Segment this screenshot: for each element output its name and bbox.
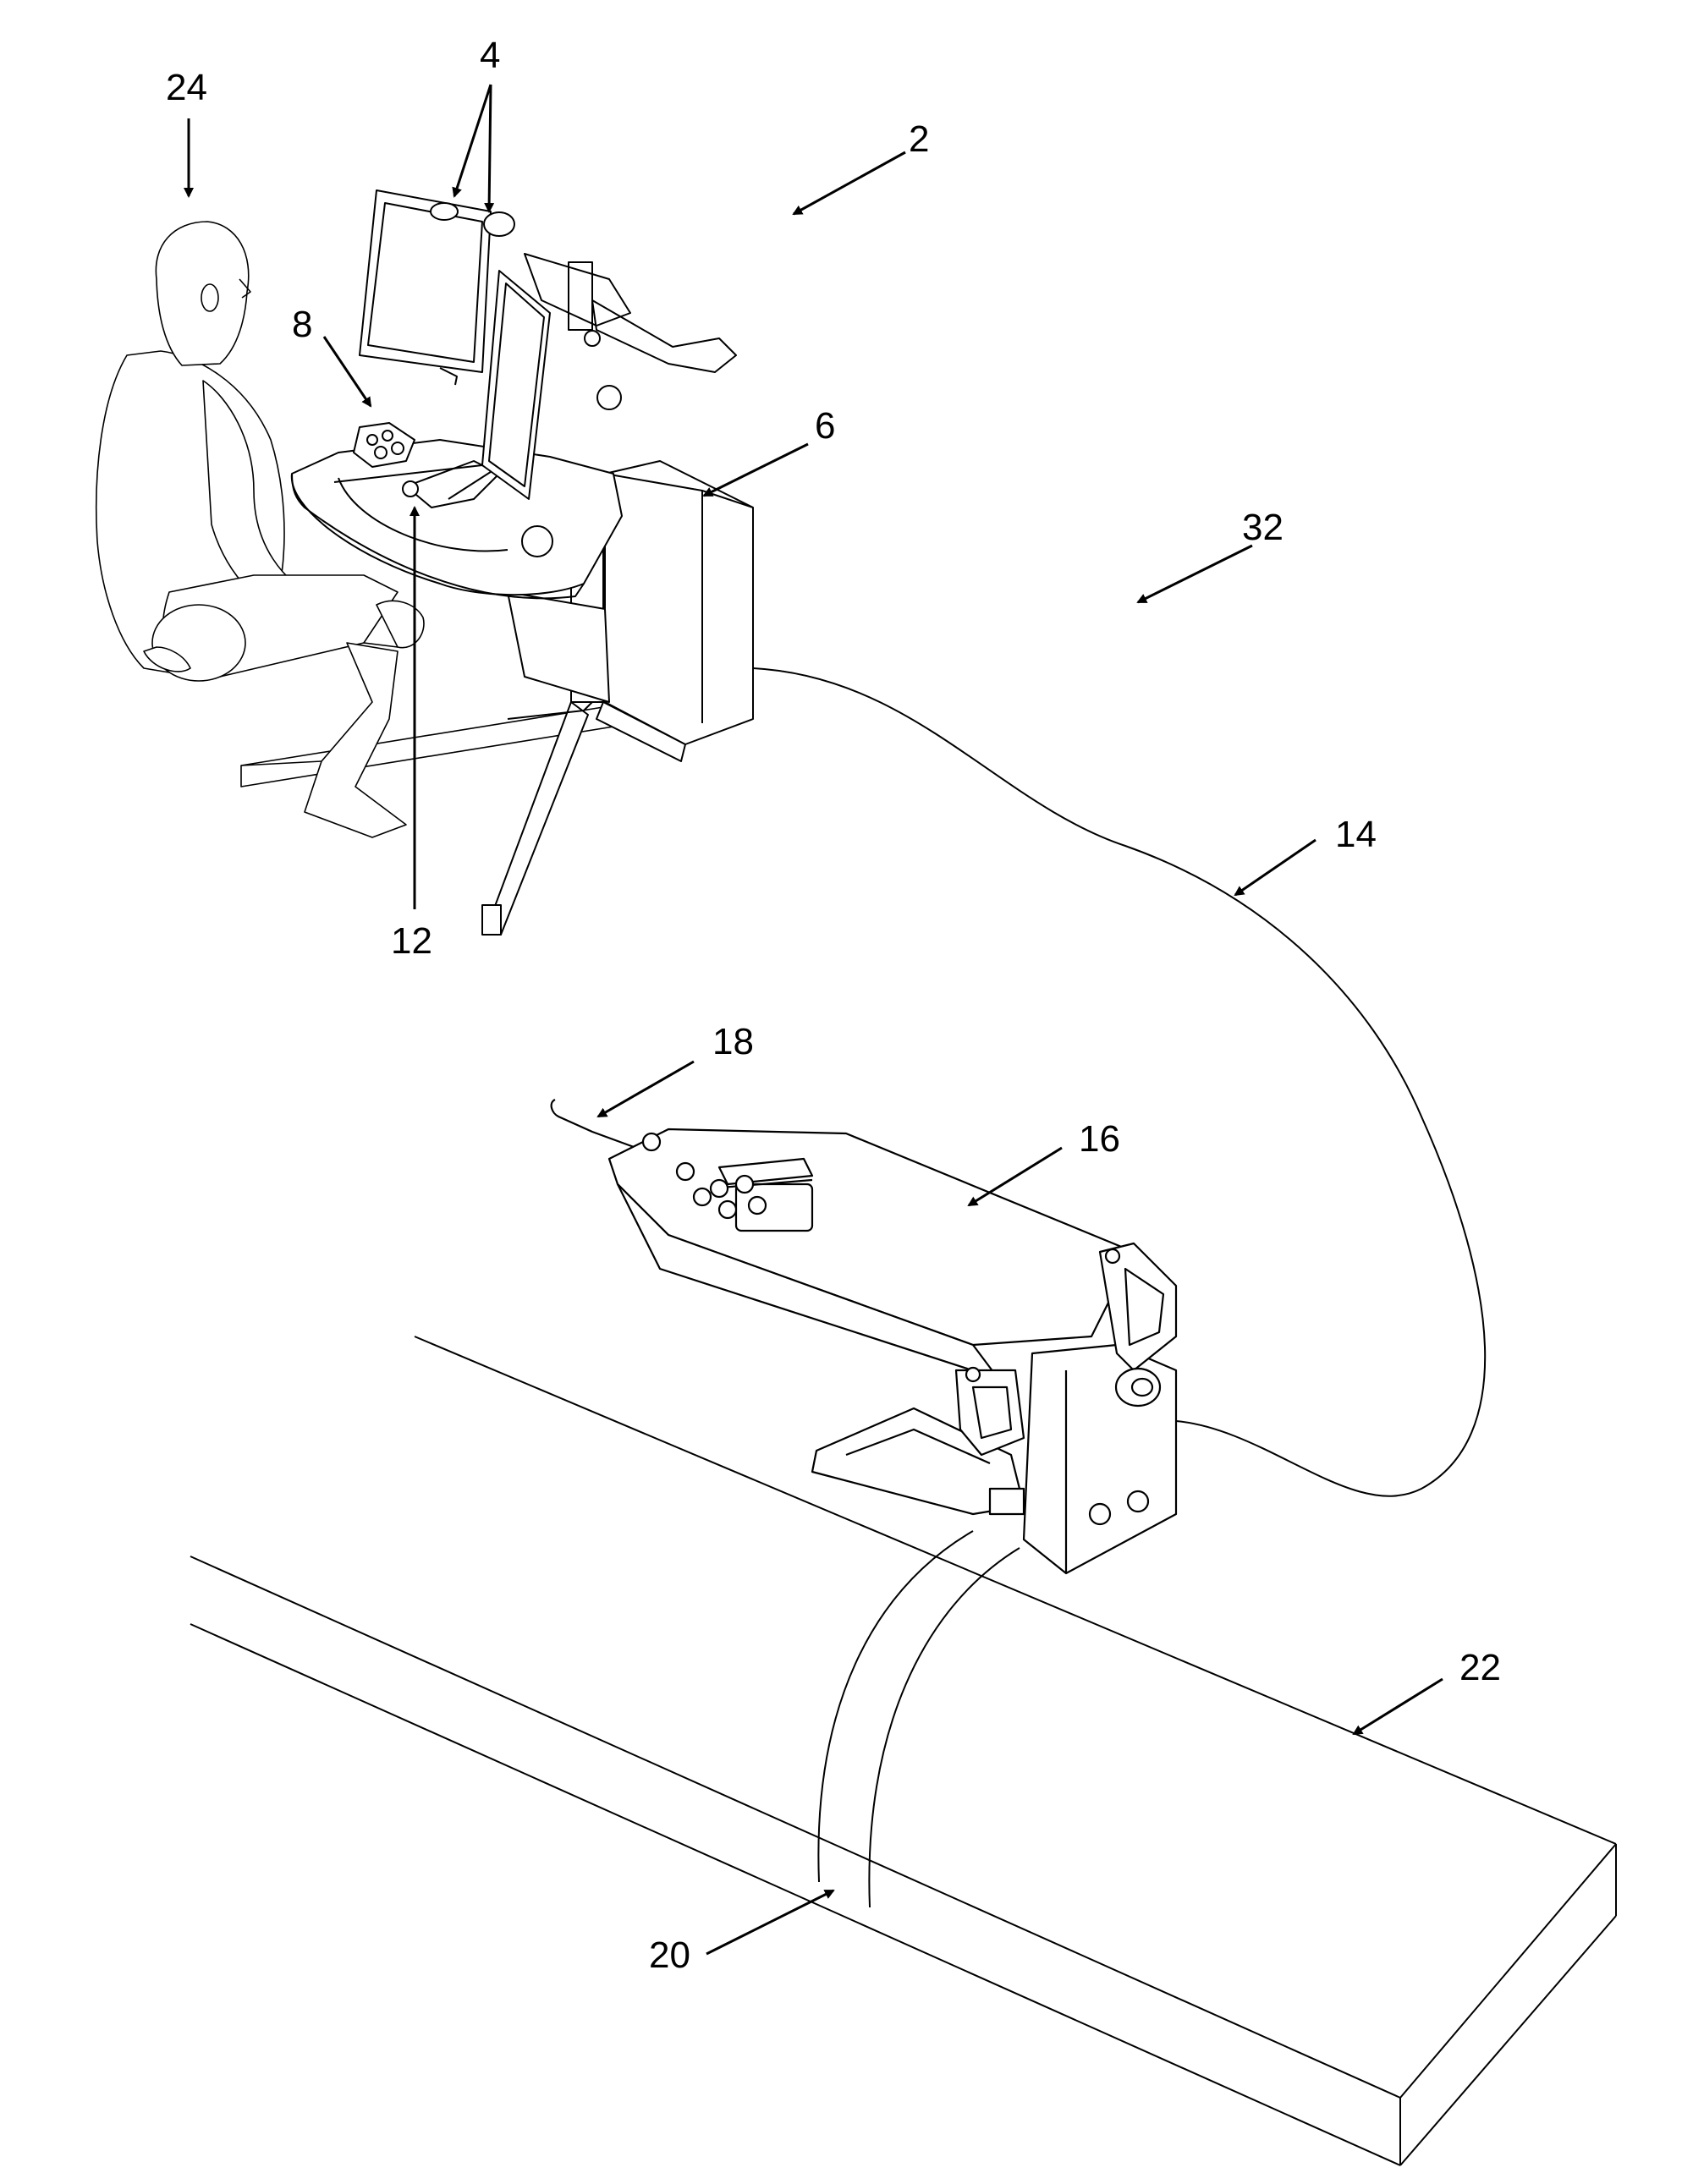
label-strap: 20 [649,1937,690,1974]
label-table: 22 [1459,1649,1501,1687]
label-environment: 32 [1242,509,1283,546]
label-operator: 24 [166,69,207,107]
desk-and-controls [292,423,622,598]
label-system: 2 [909,121,929,158]
label-handle: 12 [391,923,432,960]
label-robot: 16 [1079,1121,1120,1158]
label-cable: 14 [1335,816,1377,853]
control-pad [354,423,415,467]
label-monitors: 4 [480,37,500,74]
label-console: 6 [815,408,835,445]
catheter [552,1100,643,1150]
label-catheter: 18 [712,1023,754,1061]
label-controls: 8 [292,306,312,343]
